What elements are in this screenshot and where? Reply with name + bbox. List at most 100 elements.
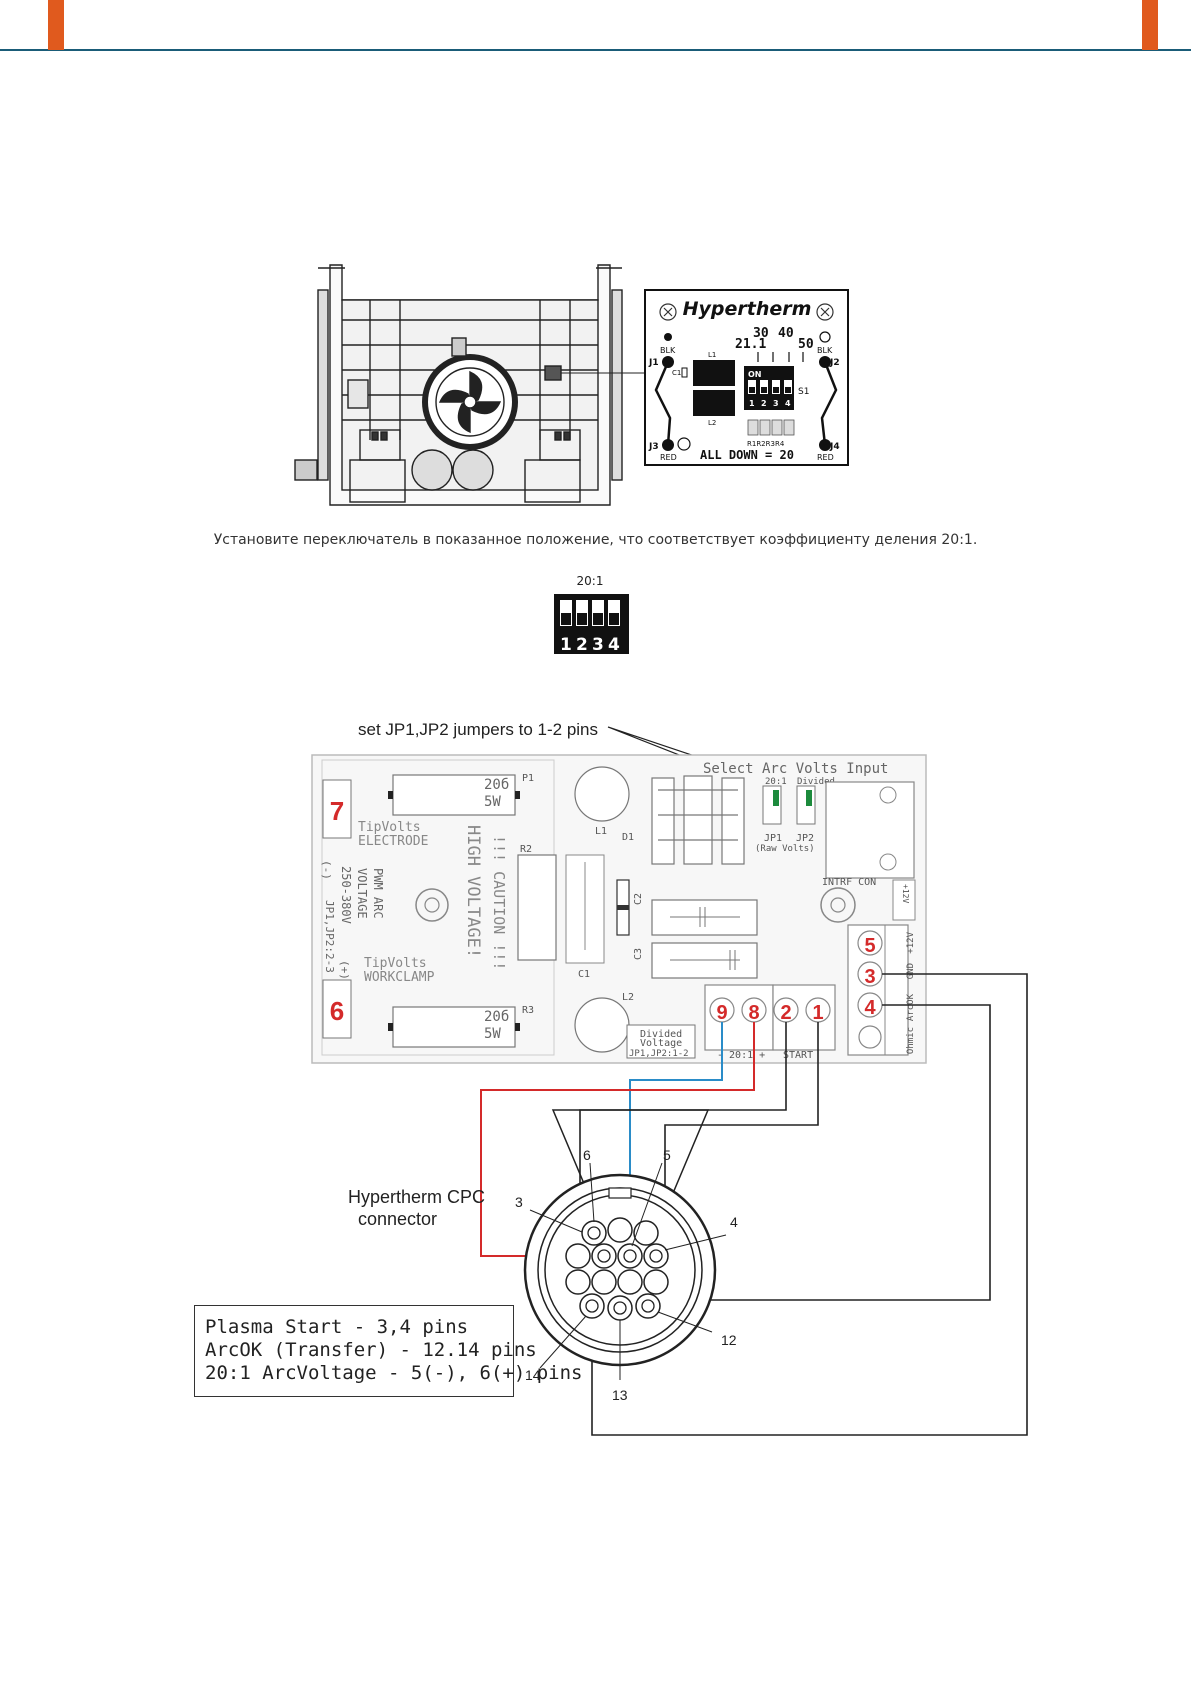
switch-num-4: 4 [785,399,791,408]
l2-label: L2 [708,419,716,427]
blk-right-dot [819,331,831,343]
tip-workclamp-2: WORKCLAMP [364,970,435,985]
dip-num-4: 4 [608,635,620,655]
tip-electrode-1: TipVolts [358,820,421,835]
card-brand: Hypertherm [683,298,812,320]
term-start-label: START [783,1050,813,1061]
blk-right-label: BLK [817,346,833,355]
res-top-value: 20б [484,777,509,793]
label-arcok: ArcOK [906,993,916,1021]
connector-pins [565,1217,669,1321]
terminal-2-number: 2 [780,1002,791,1024]
inductor-l2-board [574,997,630,1053]
c3-label: C3 [633,948,644,960]
red-right-label: RED [817,453,834,462]
ratio-40: 40 [778,326,794,341]
res-top-ref: P1 [522,773,534,784]
header-accent-left [48,0,64,50]
terminal-6-box [322,979,352,1039]
pin-label-5: 5 [663,1147,671,1163]
wire-right [820,361,838,446]
blk-left-label: BLK [660,346,676,355]
dip-ratio-label: 20:1 [577,574,604,588]
instruction-caption: Установите переключатель в показанное по… [213,532,978,548]
connector-title-2: connector [358,1209,437,1229]
sub-20-1: 20:1 [765,777,787,787]
intrf-small-label: +12V [901,884,910,903]
j3-label: J3 [648,442,659,452]
vert-plus: (+) [338,960,351,980]
blk-left-dot [664,333,672,341]
switch-num-2: 2 [761,399,767,408]
header-accent-right [1142,0,1158,50]
inductor-l2 [693,390,735,416]
divided-3: JP1,JP2:1-2 [629,1049,689,1059]
red-left-label: RED [660,453,677,462]
ratio-50: 50 [798,337,814,352]
note-arc-voltage: 20:1 ArcVoltage - 5(-), 6(+) pins [205,1362,583,1384]
pinout-notes: Plasma Start - 3,4 pins ArcOK (Transfer)… [194,1305,583,1397]
on-label: ON [748,370,762,379]
wiring [480,973,1028,1436]
res-bottom-power: 5W [484,1026,501,1042]
tip-workclamp-1: TipVolts [364,956,427,971]
terminal-3-number: 3 [864,966,875,988]
wire-left [654,361,672,446]
intrf-connector [825,781,915,879]
high-voltage-text: HIGH VOLTAGE! [463,825,483,958]
inductor-l1-board [574,766,630,822]
jp2-jumper [806,790,812,806]
divided-2: Voltage [640,1038,682,1049]
resistor-r2 [517,854,557,961]
term-20-1-label: - 20:1 + [717,1050,765,1061]
terminal-7-number: 7 [330,796,344,826]
terminal-8-number: 8 [748,1002,759,1024]
terminal-1-number: 1 [812,1002,823,1024]
ratio-30: 30 [753,326,769,341]
resistor-grid [747,419,795,436]
res-bottom-ref: R3 [522,1005,534,1016]
switch-num-1: 1 [749,399,755,408]
label-gnd: GND [906,963,916,979]
c2-label: C2 [633,893,644,905]
note-arcok: ArcOK (Transfer) - 12.14 pins [205,1339,537,1361]
dip-num-2: 2 [576,635,588,655]
resistor-label: R1R2R3R4 [747,440,785,448]
vert-range: 250-380V [339,866,353,924]
switch-card: Hypertherm 21.1 30 40 50 BLK BLK J1 J2 J… [644,289,849,466]
dip-num-1: 1 [560,635,572,655]
jp1-label: JP1 [764,833,782,844]
label-ohmic: Ohmic [906,1027,916,1054]
dip-switch-slots [748,380,792,394]
d1-label: D1 [622,832,634,843]
res-bottom-value: 20б [484,1009,509,1025]
wire-terminal-3 [591,973,1028,1436]
connector-title-1: Hypertherm CPC [348,1187,485,1207]
terminal-7-box [322,779,352,839]
pin-label-3: 3 [515,1194,523,1210]
machine-illustration [294,264,650,506]
terminal-5: 5 [857,930,883,957]
terminal-9-number: 9 [716,1002,727,1024]
terminal-6-number: 6 [330,996,344,1026]
terminal-5-number: 5 [864,935,875,957]
terminal-4-number: 4 [864,997,876,1019]
wire-red-terminal-8 [480,1022,755,1257]
wire-terminal-4 [648,1004,991,1301]
pin-label-12: 12 [721,1332,737,1348]
tip-electrode-2: ELECTRODE [358,834,428,849]
c1-board-label: C1 [578,969,590,980]
l1-board-label: L1 [595,826,607,837]
pin-label-14: 14 [525,1367,541,1383]
dip-ratio-icon: 20:1 1 2 3 4 [554,574,629,655]
ratio-21: 21.1 [735,337,766,352]
transformer [651,775,745,865]
l1-label: L1 [708,351,716,359]
intrf-label: INTRF CON [822,877,876,888]
pin-label-6: 6 [583,1147,591,1163]
divided-1: Divided [640,1029,682,1040]
interface-board: set JP1,JP2 jumpers to 1-2 pins Select A… [311,720,927,1064]
cpc-connector: Hypertherm CPC connector 6 5 3 4 12 14 1… [348,1109,738,1403]
jp1-jumper [773,790,779,806]
